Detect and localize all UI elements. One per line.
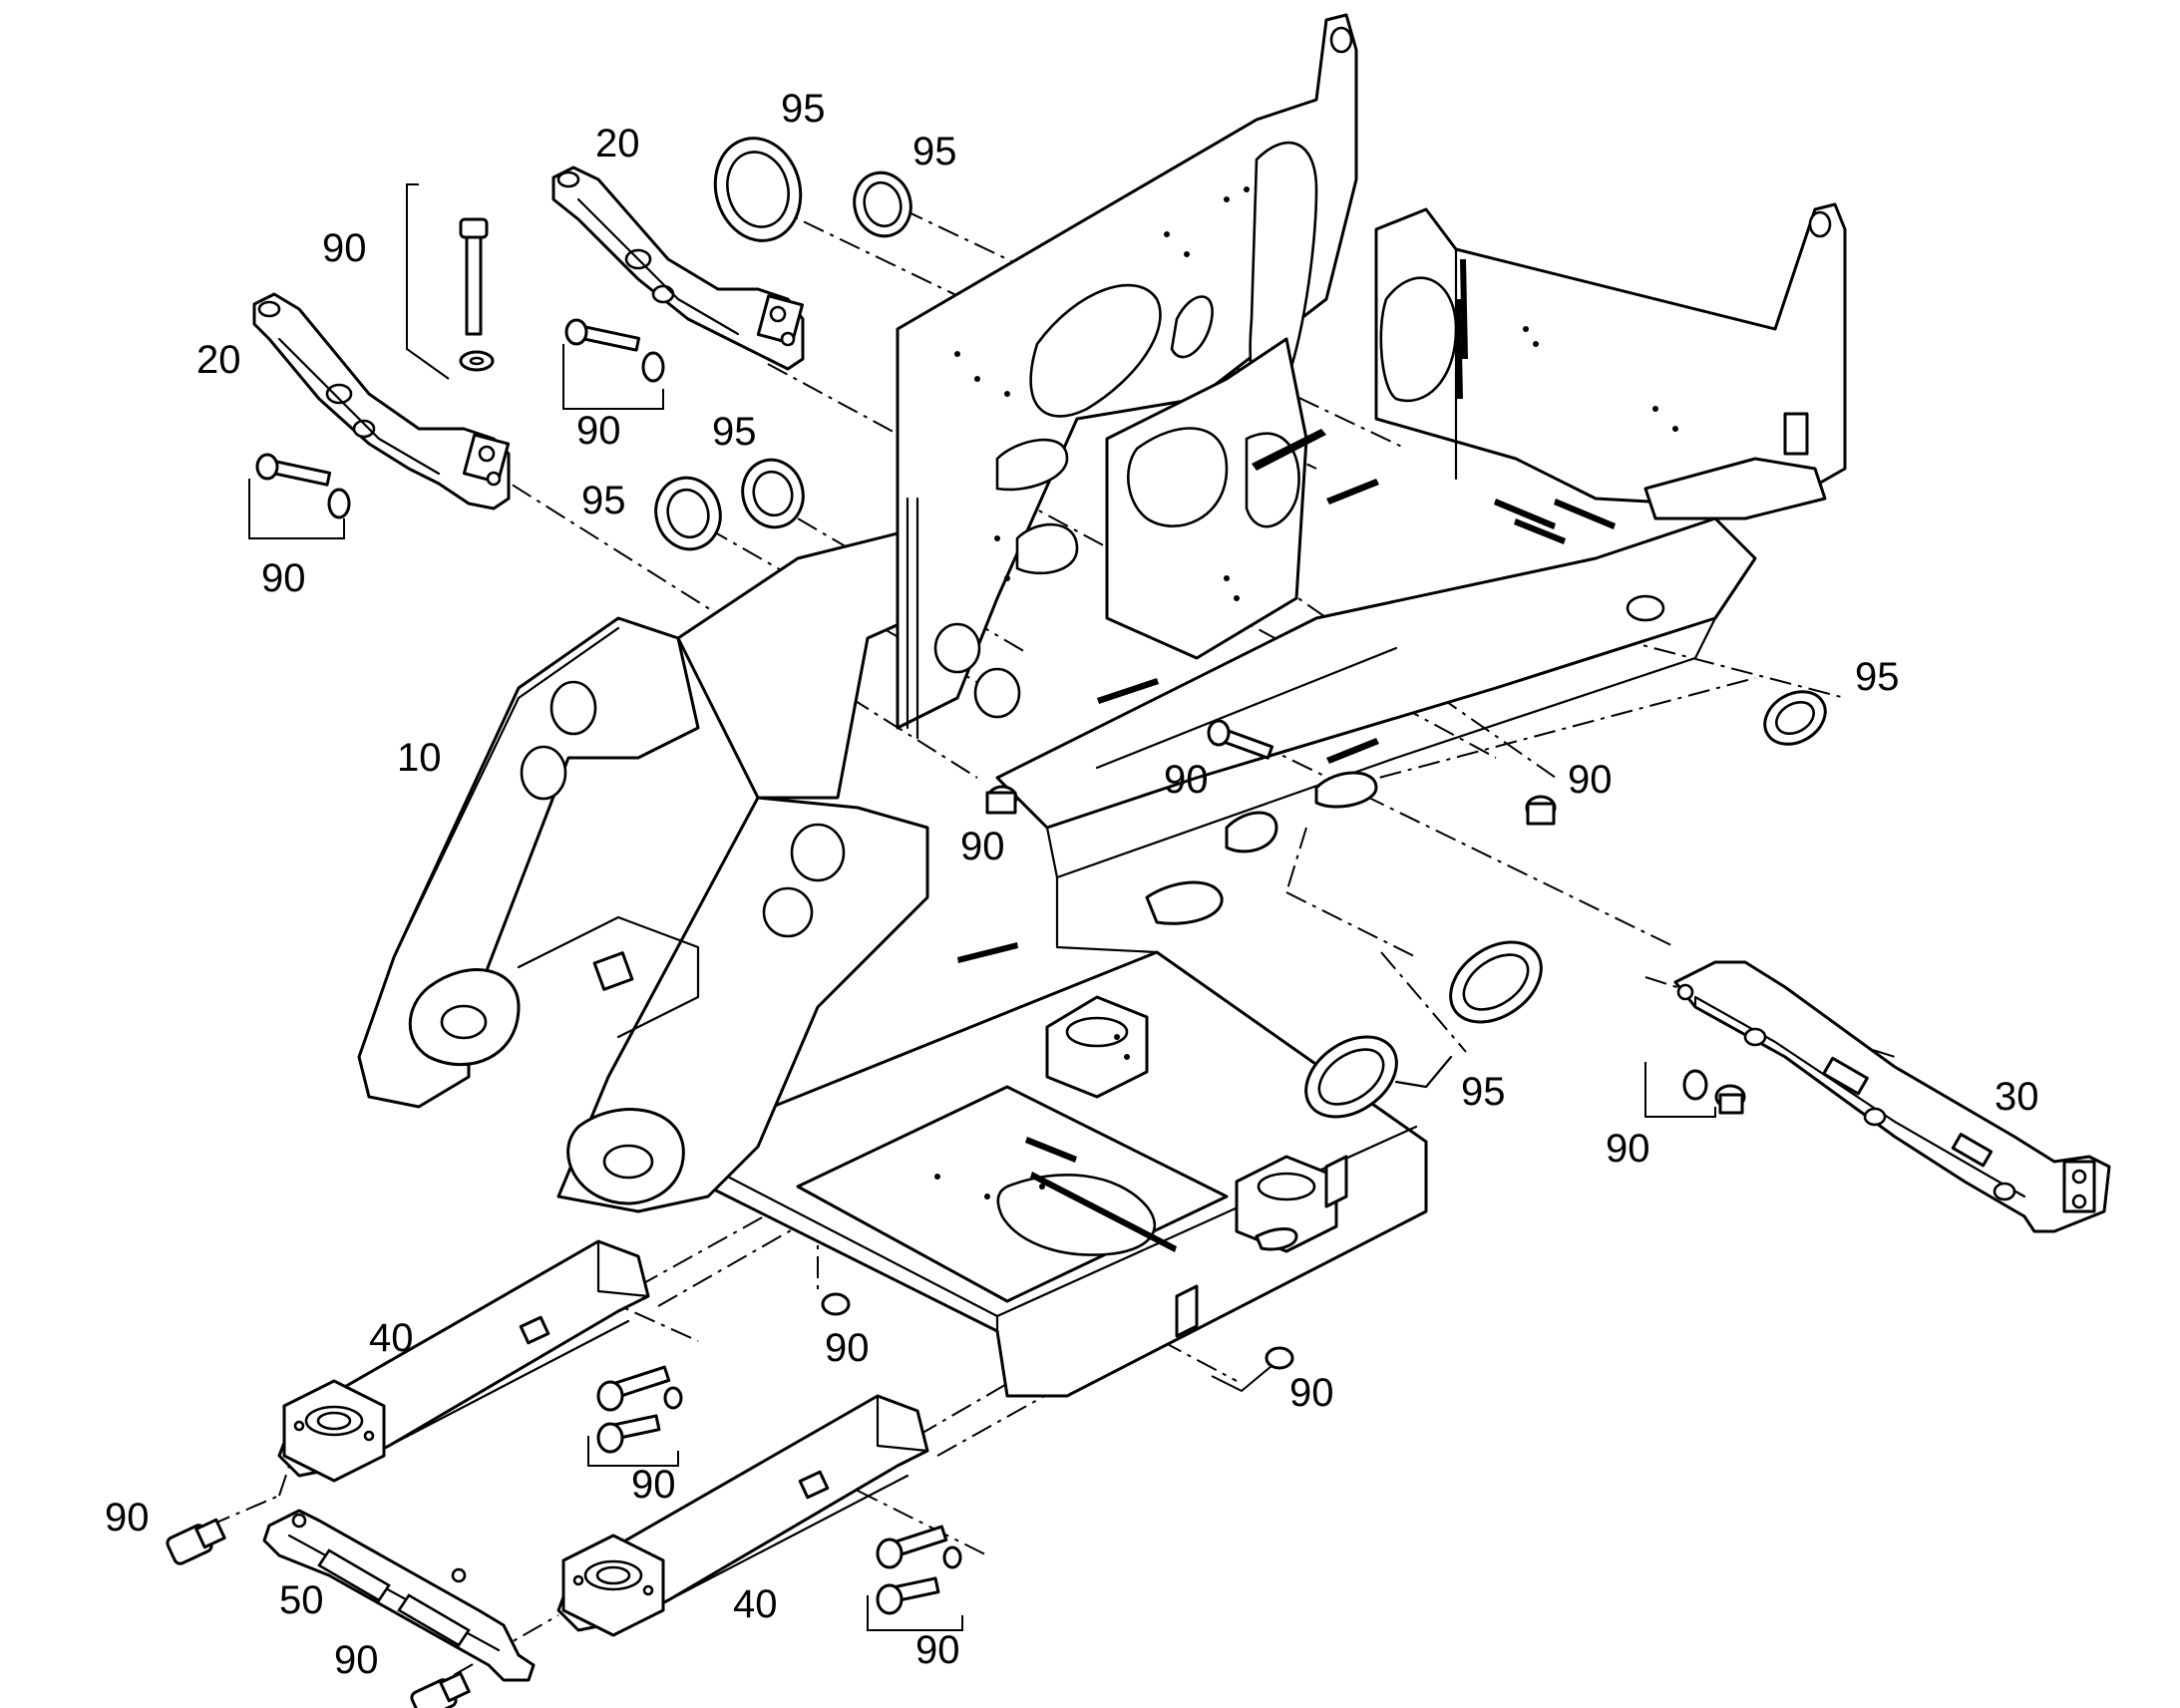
callout-labels: 95 95 20 90 20 90 95 95 90 10 90 90 90 9… (105, 87, 2039, 1682)
arm-part-40-left (277, 1239, 650, 1483)
fasteners-part-90 (166, 217, 1746, 1708)
callout-20-bracket-upper: 20 (595, 122, 640, 166)
callout-95-ring-oval-pair: 95 (1461, 1070, 1506, 1114)
bracket-part-20-lower (252, 292, 511, 511)
callout-30-rear-bracket: 30 (1995, 1075, 2039, 1119)
callout-40-arm-left: 40 (369, 1316, 414, 1360)
rear-bracket-part-30 (1673, 960, 2111, 1233)
frame-rivets (934, 186, 1678, 1199)
callout-90-bolts-right-arm: 90 (915, 1628, 960, 1672)
callout-90-bolt-left: 90 (261, 556, 306, 600)
callout-95-ring-top-b: 95 (912, 130, 957, 173)
callout-20-bracket-lower: 20 (196, 338, 241, 382)
arm-part-40-right (556, 1394, 929, 1637)
callout-95-ring-mid-b: 95 (581, 479, 626, 522)
callout-90-screw-bottom-left: 90 (334, 1638, 379, 1682)
callout-95-ring-mid-a: 95 (712, 410, 757, 454)
callout-90-nut-lower-right: 90 (1289, 1371, 1334, 1415)
callout-90-nut-center: 90 (960, 825, 1005, 868)
callout-90-nut-lower-center: 90 (825, 1326, 870, 1370)
callout-90-bolt-upper-right: 90 (576, 409, 621, 453)
callout-95-ring-top-a: 95 (781, 87, 826, 131)
callout-90-bolt-long: 90 (322, 226, 367, 270)
callout-40-arm-right: 40 (733, 1582, 778, 1626)
callout-90-nut-right: 90 (1568, 758, 1613, 802)
callout-95-ring-right: 95 (1855, 655, 1900, 699)
callout-90-washer-rear: 90 (1606, 1127, 1650, 1171)
callout-90-screw-far-left: 90 (105, 1496, 150, 1539)
main-frame-part-10 (357, 13, 1847, 1398)
callout-90-bolt-center-right: 90 (1164, 758, 1209, 802)
leader-brackets (248, 183, 1716, 1631)
cross-bracket-part-50 (262, 1509, 536, 1682)
bracket-part-20-upper (551, 166, 805, 371)
callout-90-bolts-left-arm: 90 (631, 1463, 676, 1507)
callout-50-cross-bracket: 50 (279, 1578, 324, 1622)
callout-10-main-frame: 10 (397, 736, 442, 780)
seal-rings-part-95 (654, 137, 1827, 1119)
